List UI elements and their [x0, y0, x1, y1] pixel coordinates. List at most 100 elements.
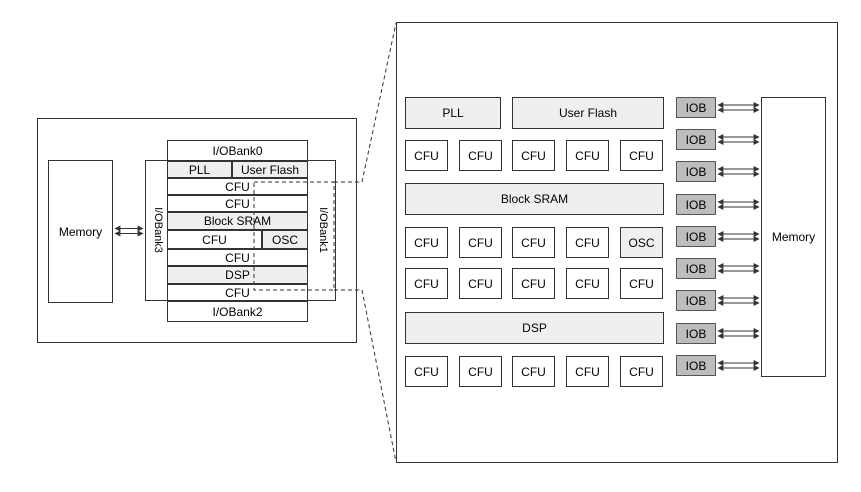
- detail-iob: IOB: [676, 226, 716, 247]
- overview-frame: [37, 118, 357, 343]
- overview-iobank3-label: I/OBank3: [152, 207, 164, 253]
- zoom-line-top-diag: [361, 22, 397, 183]
- detail-frame: [396, 22, 838, 463]
- overview-cfu-label: CFU: [225, 250, 250, 265]
- detail-cfu-label: CFU: [468, 276, 493, 291]
- detail-cfu: CFU: [405, 268, 448, 299]
- detail-cfu: CFU: [512, 140, 555, 171]
- overview-osc-label: OSC: [271, 232, 298, 247]
- detail-cfu: CFU: [620, 140, 663, 171]
- detail-cfu: CFU: [512, 227, 555, 258]
- detail-iob: IOB: [676, 161, 716, 182]
- detail-cfu-label: CFU: [629, 364, 654, 379]
- overview-memory-label: Memory: [58, 224, 103, 239]
- overview-dsp-label: DSP: [225, 268, 250, 282]
- overview-user-flash: User Flash: [232, 161, 308, 178]
- overview-cfu-row-4: CFU: [167, 249, 308, 266]
- overview-memory: Memory: [48, 160, 113, 303]
- detail-cfu-label: CFU: [414, 276, 439, 291]
- overview-iobank0: I/OBank0: [167, 140, 308, 161]
- overview-pll-label: PLL: [188, 162, 211, 177]
- detail-cfu-label: CFU: [575, 276, 600, 291]
- detail-cfu-label: CFU: [521, 276, 546, 291]
- detail-cfu: CFU: [620, 356, 663, 387]
- detail-iob: IOB: [676, 129, 716, 150]
- detail-iob-label: IOB: [685, 326, 707, 341]
- detail-cfu: CFU: [459, 140, 502, 171]
- detail-iob-label: IOB: [685, 293, 707, 308]
- detail-iob-label: IOB: [685, 100, 707, 115]
- detail-cfu: CFU: [405, 227, 448, 258]
- detail-dsp-label: DSP: [522, 321, 547, 335]
- detail-cfu: CFU: [512, 268, 555, 299]
- overview-iobank2-label: I/OBank2: [212, 304, 263, 319]
- detail-iob: IOB: [676, 290, 716, 311]
- detail-user-flash-label: User Flash: [558, 106, 617, 120]
- detail-cfu-label: CFU: [521, 148, 546, 163]
- detail-cfu-label: CFU: [468, 148, 493, 163]
- detail-iob: IOB: [676, 323, 716, 344]
- detail-cfu: CFU: [566, 140, 609, 171]
- overview-cfu-row-2: CFU: [167, 195, 308, 212]
- detail-cfu-label: CFU: [629, 276, 654, 291]
- detail-cfu-label: CFU: [468, 364, 493, 379]
- detail-iob: IOB: [676, 355, 716, 376]
- detail-cfu: CFU: [405, 356, 448, 387]
- overview-dsp: DSP: [167, 266, 308, 284]
- overview-cfu-label: CFU: [202, 232, 227, 247]
- detail-cfu: CFU: [512, 356, 555, 387]
- overview-osc: OSC: [262, 230, 308, 249]
- overview-user-flash-label: User Flash: [240, 162, 299, 177]
- zoom-line-bottom-diag: [361, 289, 397, 463]
- detail-cfu-label: CFU: [468, 235, 493, 250]
- detail-cfu: CFU: [459, 356, 502, 387]
- detail-block-sram: Block SRAM: [405, 183, 664, 215]
- detail-pll-label: PLL: [442, 106, 464, 120]
- detail-iob-label: IOB: [685, 229, 707, 244]
- overview-iobank1-label: I/OBank1: [317, 207, 329, 253]
- detail-cfu: CFU: [405, 140, 448, 171]
- detail-iob-label: IOB: [685, 261, 707, 276]
- detail-dsp: DSP: [405, 312, 664, 344]
- detail-user-flash: User Flash: [512, 97, 664, 129]
- detail-iob: IOB: [676, 258, 716, 279]
- overview-block-sram-label: Block SRAM: [203, 214, 272, 228]
- detail-block-sram-label: Block SRAM: [500, 192, 569, 206]
- detail-cfu: CFU: [566, 356, 609, 387]
- detail-cfu: CFU: [566, 227, 609, 258]
- detail-osc-label: OSC: [628, 235, 655, 250]
- detail-cfu-label: CFU: [521, 364, 546, 379]
- detail-cfu-label: CFU: [521, 235, 546, 250]
- detail-iob: IOB: [676, 194, 716, 215]
- detail-cfu: CFU: [459, 268, 502, 299]
- detail-memory-label: Memory: [771, 230, 816, 244]
- overview-cfu-label: CFU: [225, 179, 250, 194]
- overview-cfu-label: CFU: [225, 285, 250, 300]
- detail-osc: OSC: [620, 227, 663, 258]
- detail-cfu: CFU: [620, 268, 663, 299]
- detail-cfu: CFU: [566, 268, 609, 299]
- detail-iob: IOB: [676, 97, 716, 118]
- detail-cfu-label: CFU: [414, 235, 439, 250]
- detail-cfu-label: CFU: [414, 364, 439, 379]
- detail-cfu-label: CFU: [414, 148, 439, 163]
- overview-block-sram: Block SRAM: [167, 212, 308, 230]
- detail-memory: Memory: [761, 97, 826, 377]
- detail-iob-label: IOB: [685, 164, 707, 179]
- overview-pll: PLL: [167, 161, 232, 178]
- overview-cfu-row-1: CFU: [167, 178, 308, 195]
- detail-iob-label: IOB: [685, 358, 707, 373]
- detail-cfu: CFU: [459, 227, 502, 258]
- overview-cfu-row-5: CFU: [167, 284, 308, 301]
- overview-cfu-label: CFU: [225, 196, 250, 211]
- detail-cfu-label: CFU: [575, 148, 600, 163]
- detail-cfu-label: CFU: [629, 148, 654, 163]
- overview-iobank0-label: I/OBank0: [212, 143, 263, 158]
- detail-pll: PLL: [405, 97, 501, 129]
- detail-iob-label: IOB: [685, 132, 707, 147]
- detail-cfu-label: CFU: [575, 235, 600, 250]
- detail-iob-label: IOB: [685, 197, 707, 212]
- detail-cfu-label: CFU: [575, 364, 600, 379]
- overview-iobank2: I/OBank2: [167, 301, 308, 322]
- overview-cfu-row-3: CFU: [167, 230, 262, 249]
